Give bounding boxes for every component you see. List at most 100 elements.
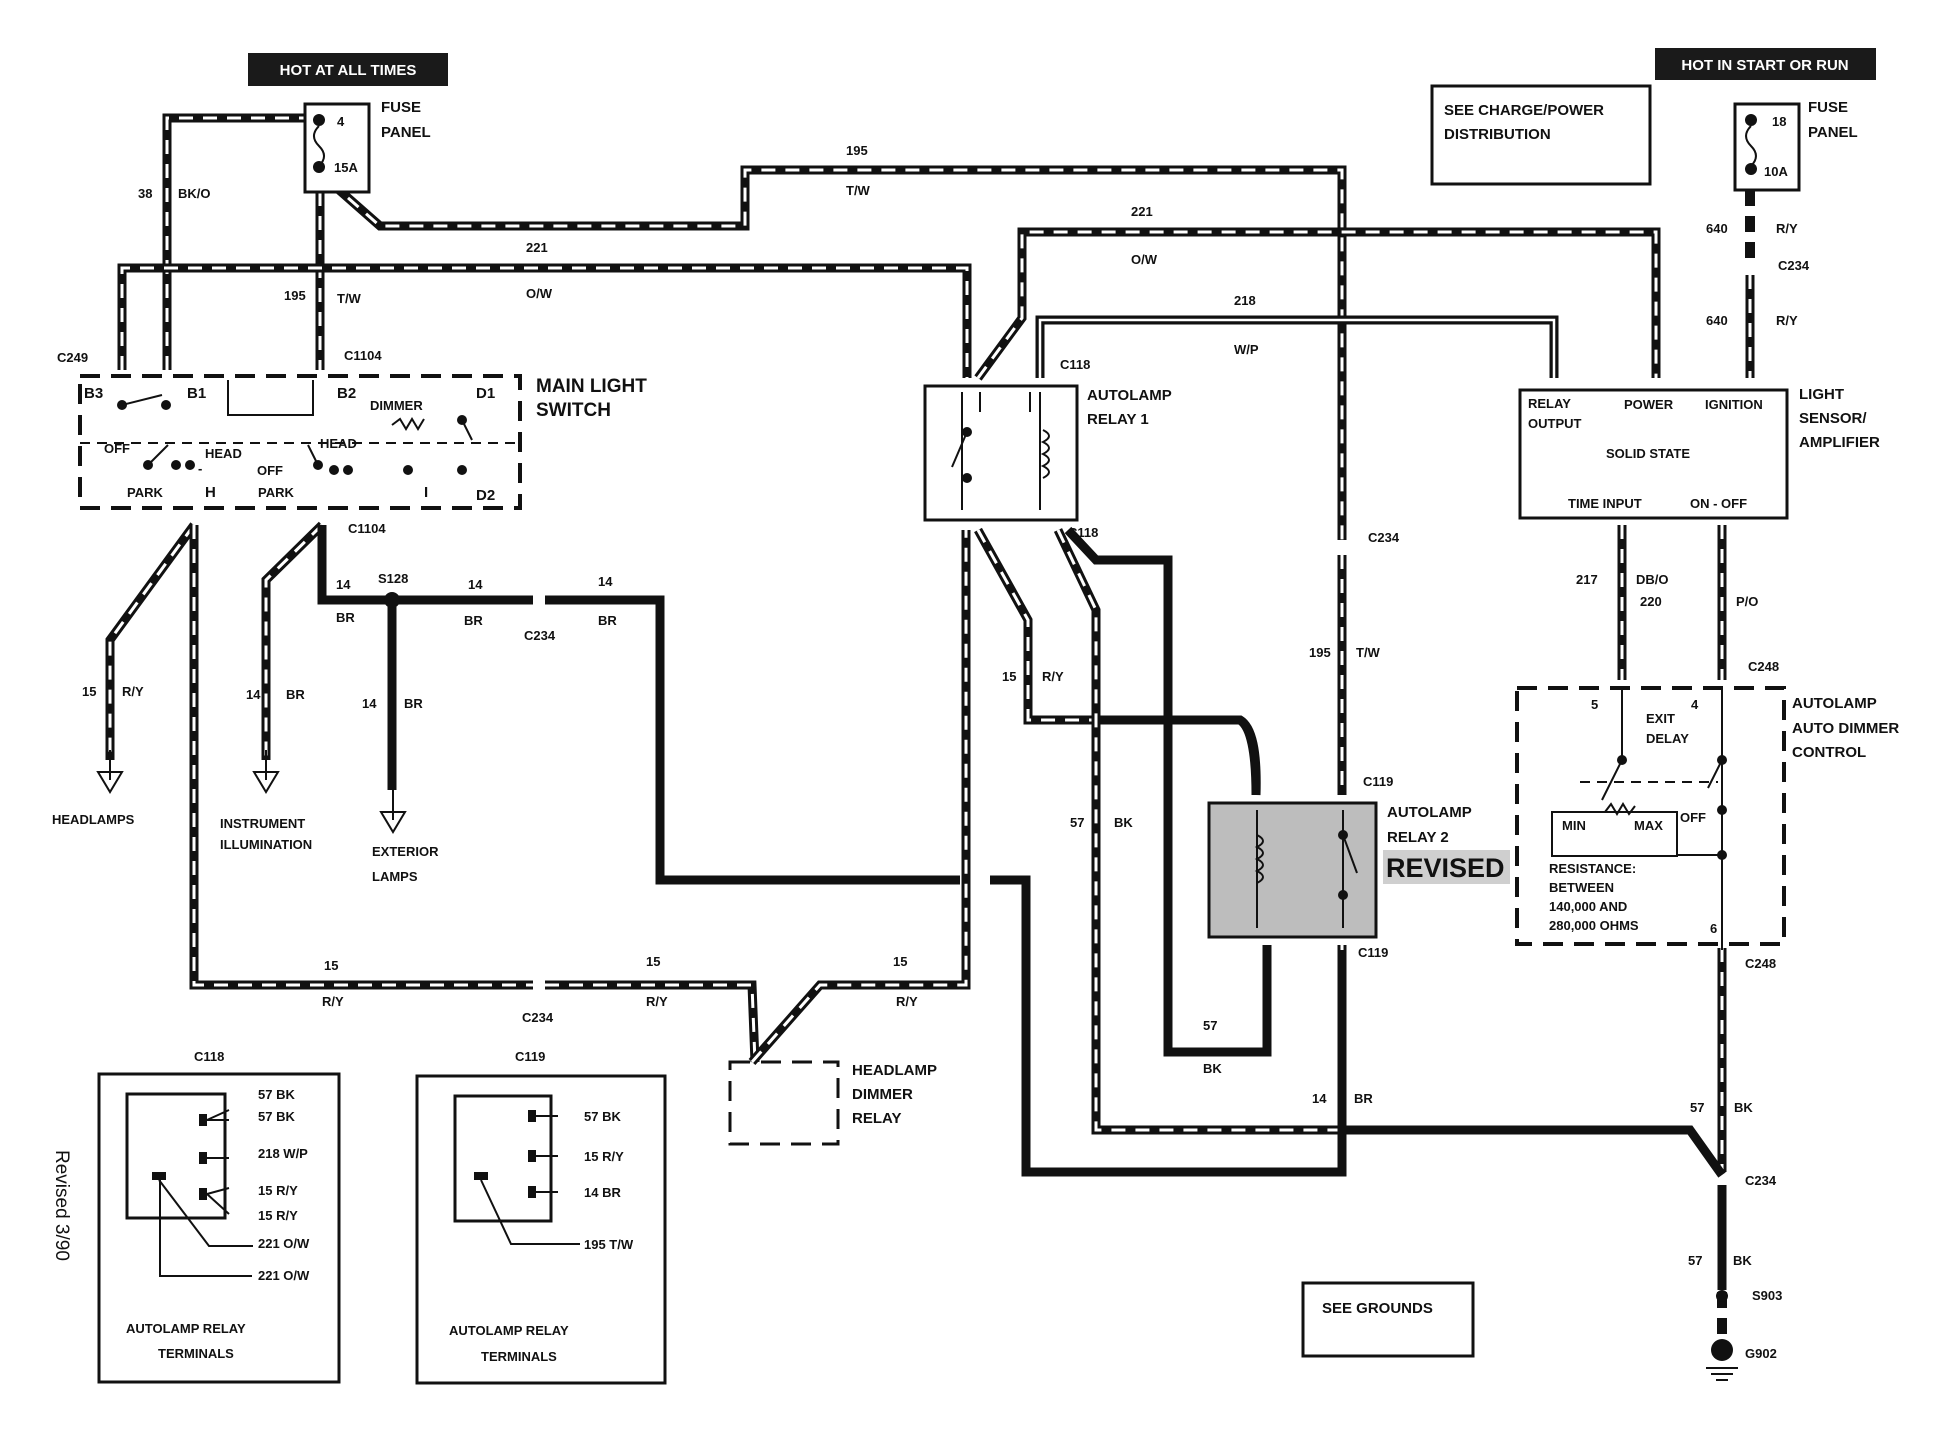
- svg-text:TIME INPUT: TIME INPUT: [1568, 496, 1642, 511]
- connector-c234-right: C234: [1778, 258, 1810, 273]
- wire-15-relay1-branch-stripe: [976, 529, 1258, 796]
- headlamps-arrow: HEADLAMPS: [52, 750, 135, 827]
- svg-text:-: -: [198, 461, 202, 476]
- wire-14-instrument: [261, 521, 326, 760]
- wire-15-bottom-bus: [189, 525, 533, 990]
- svg-text:OFF: OFF: [1680, 810, 1706, 825]
- svg-text:CONTROL: CONTROL: [1792, 744, 1866, 761]
- svg-text:BR: BR: [336, 610, 355, 625]
- svg-text:LIGHT: LIGHT: [1799, 386, 1844, 403]
- main-light-switch-label: MAIN LIGHT SWITCH: [536, 376, 647, 421]
- svg-text:INSTRUMENT: INSTRUMENT: [220, 816, 305, 831]
- svg-text:15 R/Y: 15 R/Y: [584, 1149, 624, 1164]
- svg-text:R/Y: R/Y: [896, 994, 918, 1009]
- svg-text:57 BK: 57 BK: [258, 1087, 295, 1102]
- wire-15-relay1-branch: [974, 527, 1261, 796]
- svg-text:10A: 10A: [1764, 164, 1788, 179]
- svg-text:T/W: T/W: [337, 291, 362, 306]
- svg-text:57 BK: 57 BK: [258, 1109, 295, 1124]
- svg-text:BR: BR: [464, 613, 483, 628]
- svg-text:AUTO DIMMER: AUTO DIMMER: [1792, 720, 1899, 737]
- svg-text:15: 15: [646, 954, 660, 969]
- wires: [105, 113, 1755, 1340]
- wire-195-fuse-to-sensor-col-stripe: [329, 168, 1344, 540]
- revision-note: Revised 3/90: [51, 1150, 72, 1261]
- svg-text:HOT IN START OR RUN: HOT IN START OR RUN: [1681, 57, 1848, 74]
- ground-symbols: [384, 592, 1738, 1381]
- svg-text:14: 14: [598, 574, 613, 589]
- wire-221-switch-to-relay1-stripe: [120, 266, 969, 378]
- connector-c234-left: C234: [524, 628, 556, 643]
- svg-text:B3: B3: [84, 385, 103, 402]
- terminal-view-c119: C119 57 BK 15 R/Y 14 BR 195 T/W AUTOLAMP…: [415, 1049, 667, 1385]
- svg-text:5: 5: [1591, 697, 1598, 712]
- svg-text:4: 4: [1691, 697, 1699, 712]
- connector-c234-mid: C234: [1368, 530, 1400, 545]
- svg-text:SENSOR/: SENSOR/: [1799, 410, 1867, 427]
- svg-text:SEE CHARGE/POWER: SEE CHARGE/POWER: [1444, 102, 1604, 119]
- connector-c118-top: C118: [1060, 357, 1090, 372]
- svg-text:B1: B1: [187, 385, 206, 402]
- svg-text:195: 195: [846, 143, 868, 158]
- fuse-panel-left: 4 15A FUSE PANEL: [303, 99, 431, 194]
- svg-text:195: 195: [1309, 645, 1331, 660]
- svg-text:R/Y: R/Y: [1776, 221, 1798, 236]
- svg-text:O/W: O/W: [526, 286, 553, 301]
- autolamp-relay-2: [1207, 801, 1378, 939]
- wire-57-relay2-to-relay1: [1064, 526, 1272, 1057]
- svg-text:D1: D1: [476, 385, 495, 402]
- wire-221-relay1-to-sensor-stripe: [976, 230, 1658, 379]
- wire-38: [162, 113, 305, 370]
- svg-text:AMPLIFIER: AMPLIFIER: [1799, 434, 1880, 451]
- svg-text:R/Y: R/Y: [1042, 669, 1064, 684]
- wire-15-relay1-riser: [748, 530, 971, 1065]
- svg-text:PARK: PARK: [258, 485, 294, 500]
- svg-text:POWER: POWER: [1624, 397, 1674, 412]
- svg-text:57: 57: [1070, 815, 1084, 830]
- wire-38-stripe: [165, 116, 305, 370]
- svg-text:SOLID STATE: SOLID STATE: [1606, 446, 1690, 461]
- connector-c1104-bottom: C1104: [348, 521, 386, 536]
- svg-text:15: 15: [893, 954, 907, 969]
- svg-text:218 W/P: 218 W/P: [258, 1146, 308, 1161]
- connector-c249: C249: [57, 350, 88, 365]
- svg-text:RELAY: RELAY: [1528, 396, 1571, 411]
- svg-text:OUTPUT: OUTPUT: [1528, 416, 1582, 431]
- svg-text:140,000 AND: 140,000 AND: [1549, 899, 1627, 914]
- terminal-view-c118: C118 57 BK 57 BK 218 W/P 15 R/Y 15 R/Y 2…: [97, 1049, 341, 1384]
- svg-text:EXTERIOR: EXTERIOR: [372, 844, 439, 859]
- svg-text:218: 218: [1234, 293, 1256, 308]
- svg-text:HOT AT ALL TIMES: HOT AT ALL TIMES: [280, 62, 417, 79]
- svg-text:RELAY 2: RELAY 2: [1387, 829, 1449, 846]
- svg-text:14: 14: [336, 577, 351, 592]
- svg-text:DIMMER: DIMMER: [370, 398, 423, 413]
- svg-text:HEAD: HEAD: [320, 436, 357, 451]
- svg-text:W/P: W/P: [1234, 342, 1259, 357]
- svg-text:BR: BR: [286, 687, 305, 702]
- svg-text:BK: BK: [1734, 1100, 1753, 1115]
- svg-text:HEADLAMPS: HEADLAMPS: [52, 812, 135, 827]
- connector-c118-bottom: C118: [1068, 525, 1098, 540]
- connector-c234-bottom: C234: [522, 1010, 554, 1025]
- svg-text:AUTOLAMP: AUTOLAMP: [1792, 695, 1877, 712]
- wire-14-relay2-lower: [990, 875, 1726, 1178]
- svg-text:R/Y: R/Y: [122, 684, 144, 699]
- svg-text:38: 38: [138, 186, 152, 201]
- svg-text:57 BK: 57 BK: [584, 1109, 621, 1124]
- svg-text:18: 18: [1772, 114, 1786, 129]
- svg-text:TERMINALS: TERMINALS: [158, 1346, 234, 1361]
- svg-text:DIMMER: DIMMER: [852, 1086, 913, 1103]
- svg-text:OFF: OFF: [257, 463, 283, 478]
- svg-text:MAX: MAX: [1634, 818, 1663, 833]
- fuse-panel-right: 18 10A FUSE PANEL: [1733, 99, 1858, 192]
- svg-text:PARK: PARK: [127, 485, 163, 500]
- banner-hot-all-times: HOT AT ALL TIMES: [248, 53, 448, 86]
- svg-text:R/Y: R/Y: [1776, 313, 1798, 328]
- svg-text:BK: BK: [1733, 1253, 1752, 1268]
- instrument-illumination-arrow: INSTRUMENT ILLUMINATION: [220, 750, 312, 852]
- svg-text:15: 15: [1002, 669, 1016, 684]
- splice-s903: S903: [1752, 1288, 1782, 1303]
- svg-text:221: 221: [526, 240, 548, 255]
- svg-text:C119: C119: [515, 1049, 545, 1064]
- svg-text:DISTRIBUTION: DISTRIBUTION: [1444, 126, 1551, 143]
